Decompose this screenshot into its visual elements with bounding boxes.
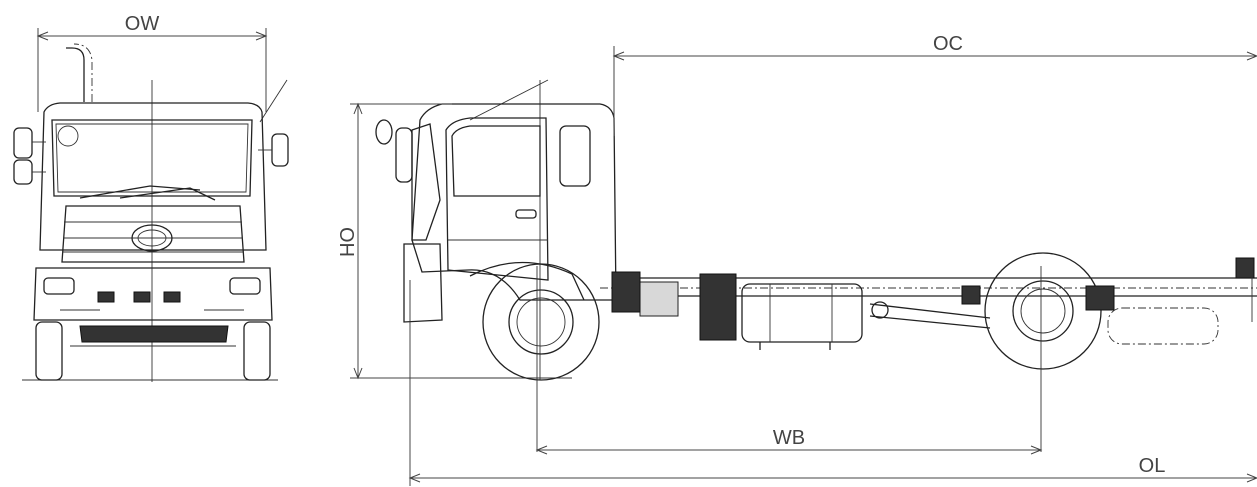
front-view: [13, 28, 289, 382]
side-view: [350, 46, 1257, 486]
wb-label: WB: [773, 427, 805, 449]
oh-label: OH: [335, 227, 357, 257]
ol-label: OL: [1139, 455, 1166, 477]
oc-label: OC: [933, 33, 963, 55]
ow-label: OW: [125, 13, 160, 35]
